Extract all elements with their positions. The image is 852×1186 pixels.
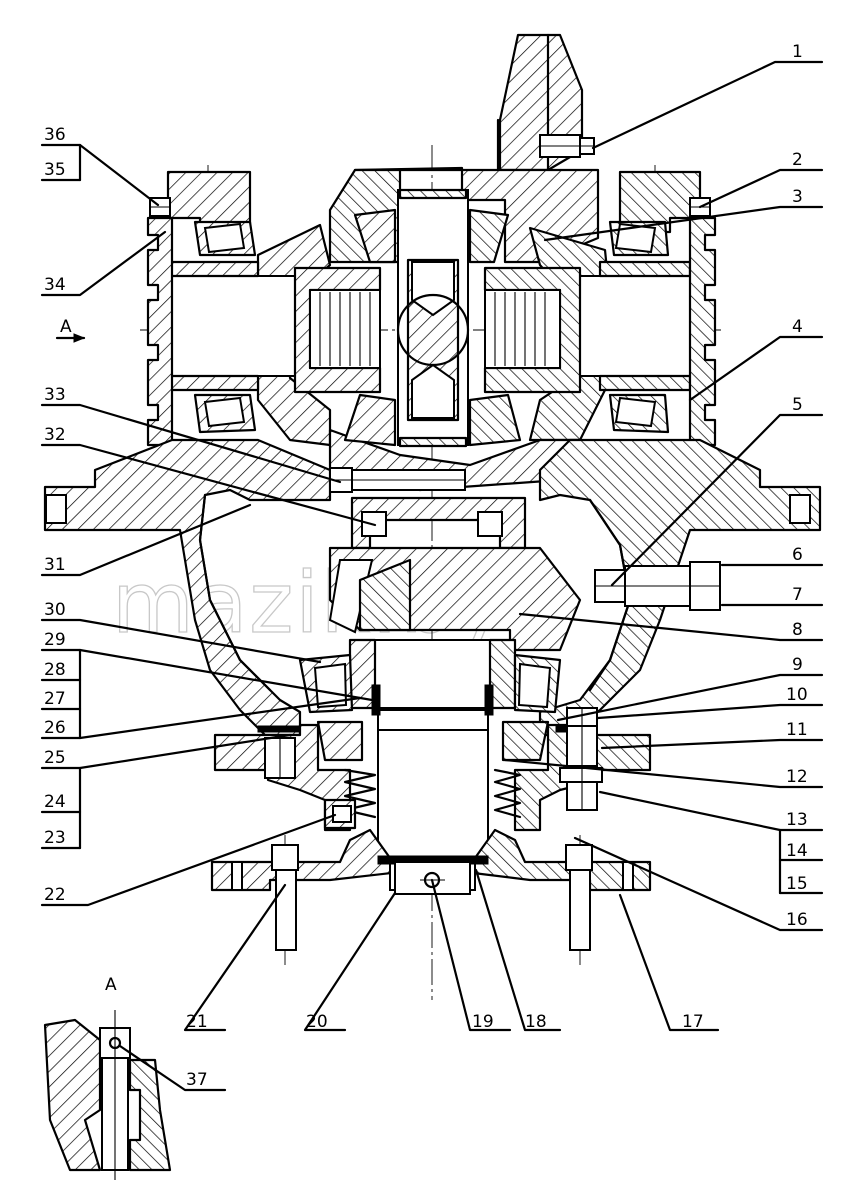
callout-30: 30 [44,600,66,620]
output-flange [210,828,652,951]
callout-24: 24 [44,792,66,812]
callout-22: 22 [44,885,66,905]
callout-16: 16 [786,910,808,930]
callout-6: 6 [792,545,803,565]
callout-26: 26 [44,718,66,738]
callout-28: 28 [44,660,66,680]
callout-32: 32 [44,425,66,445]
bevel-gear-pair [328,467,582,652]
callout-5: 5 [792,395,803,415]
callout-23: 23 [44,828,66,848]
callout-labels: 1 2 3 4 5 6 7 8 9 10 11 12 13 14 15 16 1… [44,42,808,1090]
callout-7: 7 [792,585,803,605]
cross-shaft [343,188,522,448]
callout-10: 10 [786,685,808,705]
callout-33: 33 [44,385,66,405]
callout-8: 8 [792,620,803,640]
callout-14: 14 [786,841,808,861]
callout-18: 18 [525,1012,547,1032]
callout-27: 27 [44,689,66,709]
callout-35: 35 [44,160,66,180]
callout-36: 36 [44,125,66,145]
callout-4: 4 [792,317,803,337]
side-bearings [193,220,670,434]
callout-15: 15 [786,874,808,894]
callout-2: 2 [792,150,803,170]
callout-31: 31 [44,555,66,575]
right-bolt-assembly [594,561,721,611]
callout-19: 19 [472,1012,494,1032]
view-a-arrow: A [55,317,86,343]
callout-29: 29 [44,630,66,650]
bearing-cage [213,707,652,832]
callout-20: 20 [306,1012,328,1032]
main-housing [43,438,822,737]
callout-25: 25 [44,748,66,768]
detail-view-a [43,1010,172,1180]
adjusting-nuts [146,134,717,447]
callout-12: 12 [786,767,808,787]
view-a-arrow-label: A [60,317,72,337]
callout-13: 13 [786,810,808,830]
view-a-detail-title: A [105,975,117,995]
callout-9: 9 [792,655,803,675]
drive-pinion-shaft [298,638,562,861]
callout-3: 3 [792,187,803,207]
callout-17: 17 [682,1012,704,1032]
callout-11: 11 [786,720,808,740]
callout-21: 21 [186,1012,208,1032]
callout-1: 1 [792,42,803,62]
callout-34: 34 [44,275,66,295]
callout-37: 37 [186,1070,208,1090]
leader-lines [40,60,824,1092]
